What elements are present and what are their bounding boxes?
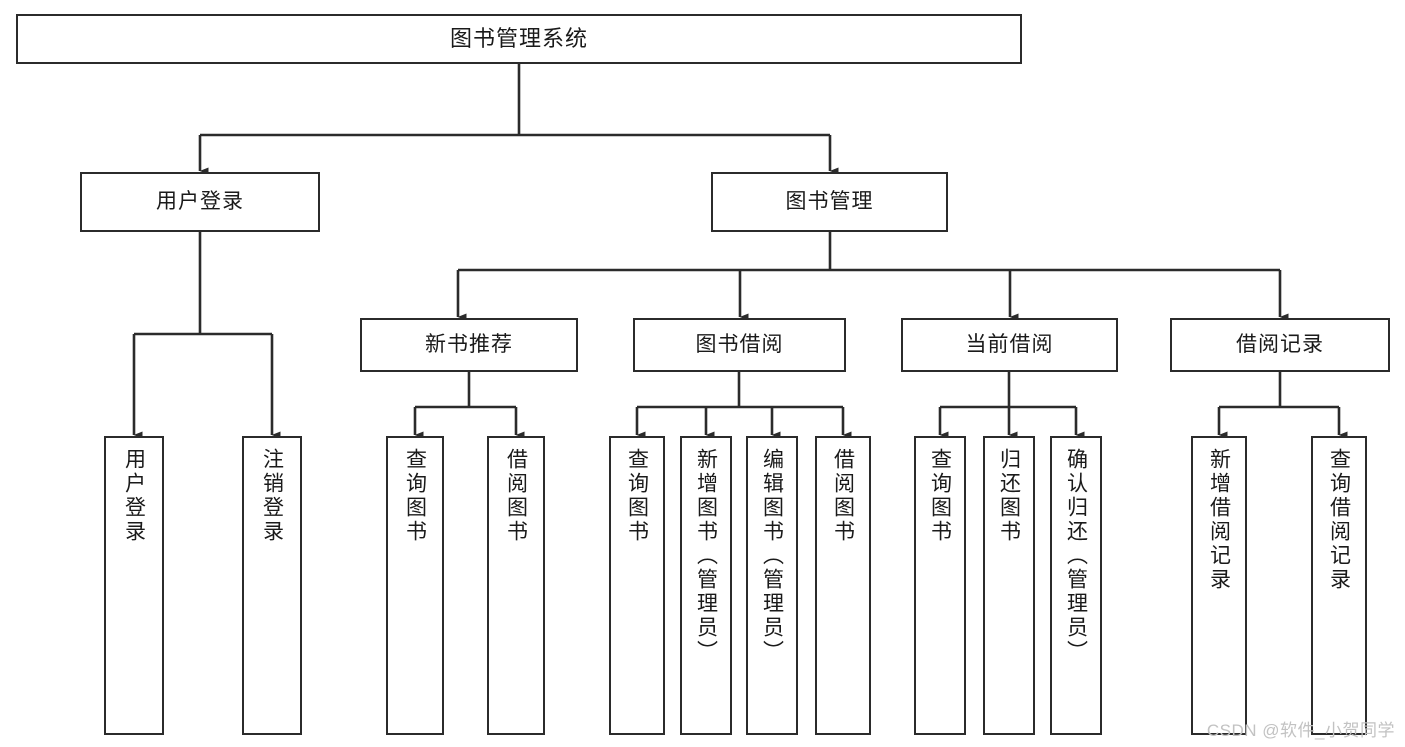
node-label: 编辑图书（管理员） — [760, 448, 784, 664]
leaf-query-book-borrow[interactable]: 查询图书 — [609, 436, 665, 735]
node-label: 查询图书 — [928, 448, 952, 544]
node-label: 查询图书 — [625, 448, 649, 544]
node-label: 借阅图书 — [504, 448, 528, 544]
leaf-borrow-book[interactable]: 借阅图书 — [815, 436, 871, 735]
node-new-book-recommend[interactable]: 新书推荐 — [360, 318, 578, 372]
node-label: 用户登录 — [122, 448, 146, 544]
node-label: 用户登录 — [156, 189, 244, 213]
leaf-return-book[interactable]: 归还图书 — [983, 436, 1035, 735]
leaf-query-book-recommend[interactable]: 查询图书 — [386, 436, 444, 735]
node-label: 确认归还（管理员） — [1064, 448, 1088, 664]
node-label: 新书推荐 — [425, 332, 513, 356]
node-label: 当前借阅 — [965, 332, 1054, 356]
leaf-logout[interactable]: 注销登录 — [242, 436, 302, 735]
node-label: 新增图书（管理员） — [694, 448, 718, 664]
leaf-query-book-current[interactable]: 查询图书 — [914, 436, 966, 735]
watermark: CSDN @软件_小贺同学 — [1206, 721, 1395, 740]
node-borrow-records[interactable]: 借阅记录 — [1170, 318, 1390, 372]
leaf-query-borrow-record[interactable]: 查询借阅记录 — [1311, 436, 1367, 735]
node-book-borrow[interactable]: 图书借阅 — [633, 318, 846, 372]
node-label: 归还图书 — [997, 448, 1021, 544]
leaf-edit-book-admin[interactable]: 编辑图书（管理员） — [746, 436, 798, 735]
node-label: 图书借阅 — [695, 332, 784, 356]
node-label: 图书管理 — [785, 189, 874, 213]
node-user-login[interactable]: 用户登录 — [80, 172, 320, 232]
leaf-add-book-admin[interactable]: 新增图书（管理员） — [680, 436, 732, 735]
node-label: 查询借阅记录 — [1327, 448, 1351, 592]
node-label: 借阅图书 — [831, 448, 855, 544]
leaf-add-borrow-record[interactable]: 新增借阅记录 — [1191, 436, 1247, 735]
node-label: 图书管理系统 — [449, 26, 588, 52]
node-current-borrow[interactable]: 当前借阅 — [901, 318, 1118, 372]
node-label: 查询图书 — [403, 448, 427, 544]
leaf-confirm-return-admin[interactable]: 确认归还（管理员） — [1050, 436, 1102, 735]
node-label: 新增借阅记录 — [1207, 448, 1231, 592]
node-label: 注销登录 — [260, 448, 284, 544]
node-book-management[interactable]: 图书管理 — [711, 172, 948, 232]
node-root[interactable]: 图书管理系统 — [16, 14, 1022, 64]
leaf-borrow-book-recommend[interactable]: 借阅图书 — [487, 436, 545, 735]
leaf-user-login[interactable]: 用户登录 — [104, 436, 164, 735]
node-label: 借阅记录 — [1236, 332, 1324, 356]
